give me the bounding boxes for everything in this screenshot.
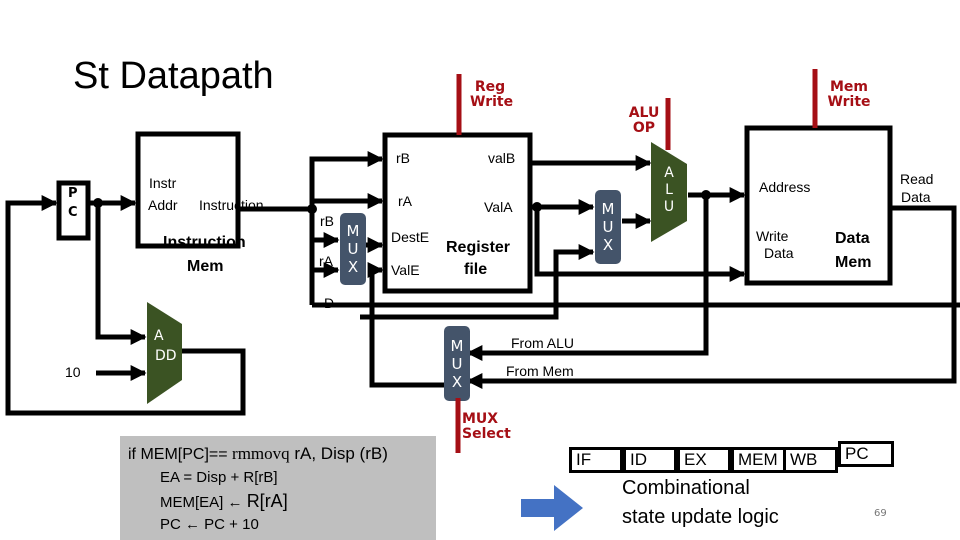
instruction-mem-name-2: Mem xyxy=(187,258,224,275)
alu-shape xyxy=(651,142,687,242)
code-line-4: PC ← PC + 10 xyxy=(160,516,259,533)
dest-mux: M U X xyxy=(340,213,366,285)
from-mem-label: From Mem xyxy=(506,363,574,379)
caption-line-2: state update logic xyxy=(622,506,779,528)
adder-shape xyxy=(147,302,182,404)
d-label: D xyxy=(324,295,335,311)
adder-constant: 10 xyxy=(65,364,81,380)
junction-dot xyxy=(93,198,103,208)
stage-if: IF xyxy=(569,447,623,473)
pc-register xyxy=(56,180,91,241)
instruction-out-label: Instruction xyxy=(199,197,264,213)
instr-label: Instr xyxy=(149,175,177,191)
code-line-3: MEM[EA] ← R[rA] xyxy=(160,491,288,511)
regfile-name: Register xyxy=(446,239,511,256)
pc-label-p: P xyxy=(68,186,78,201)
addr-label: Addr xyxy=(148,197,178,213)
stage-id: ID xyxy=(623,447,677,473)
code-box: if MEM[PC]== rmmovq rA, Disp (rB) EA = D… xyxy=(120,436,436,540)
code-line-1: if MEM[PC]== rmmovq rA, Disp (rB) xyxy=(128,444,388,463)
address-label: Address xyxy=(759,179,811,195)
stage-mem: MEM xyxy=(731,447,787,473)
alu-mux: M U X xyxy=(595,190,621,264)
wire-alu-to-wbmux xyxy=(466,195,709,362)
wire-pc-feedback xyxy=(5,194,246,416)
junction-dot xyxy=(307,204,317,214)
mem-write-label: Mem Write xyxy=(827,79,871,111)
instruction-mem-name: Instruction xyxy=(163,234,246,251)
regfile-vala-label: ValA xyxy=(484,199,513,215)
read-data-label: Read xyxy=(900,171,934,187)
stage-pc: PC xyxy=(838,441,894,467)
write-data-label-2: Data xyxy=(764,245,794,261)
regfile-name-2: file xyxy=(464,261,488,278)
stage-wb: WB xyxy=(783,447,838,473)
regfile-rb-label: rB xyxy=(396,150,410,166)
destmux-in-ra: rA xyxy=(319,253,333,269)
regfile-deste-label: DestE xyxy=(391,229,430,245)
from-alu-label: From ALU xyxy=(511,335,575,351)
data-mem-name-2: Mem xyxy=(835,254,872,271)
mux-select-label: MUX Select xyxy=(462,411,511,443)
junction-dot xyxy=(701,190,711,200)
slide-title: St Datapath xyxy=(73,55,274,97)
alu-op-label: ALU OP xyxy=(628,105,660,137)
pc-label-c: C xyxy=(68,205,78,220)
blue-arrow xyxy=(521,485,583,531)
regfile-vale-label: ValE xyxy=(391,262,420,278)
wire-readdata-to-wbmux xyxy=(466,205,957,390)
code-line-2: EA = Disp + R[rB] xyxy=(160,469,278,486)
regfile-valb-label: valB xyxy=(488,150,516,166)
stage-ex: EX xyxy=(677,447,731,473)
destmux-in-rb: rB xyxy=(320,213,334,229)
write-data-label: Write xyxy=(756,228,789,244)
caption-line-1: Combinational xyxy=(622,477,750,499)
alu-label: A L U xyxy=(663,165,675,215)
reg-write-label: Reg Write xyxy=(470,79,514,111)
adder-label-a: A xyxy=(154,328,164,344)
instruction-memory-block xyxy=(135,131,241,249)
read-data-label-2: Data xyxy=(901,189,931,205)
wire-d-to-alumux xyxy=(360,243,595,320)
wire-vala-to-writedata xyxy=(534,207,746,283)
junction-dot xyxy=(532,202,542,212)
wire-wbmux-to-vale xyxy=(367,261,444,388)
writeback-mux: M U X xyxy=(444,326,470,401)
page-number: 69 xyxy=(874,508,887,519)
adder-label-dd: DD xyxy=(155,348,177,364)
data-mem-name: Data xyxy=(835,230,870,247)
regfile-ra-label: rA xyxy=(398,193,412,209)
wire-pc-to-adder xyxy=(95,203,147,346)
